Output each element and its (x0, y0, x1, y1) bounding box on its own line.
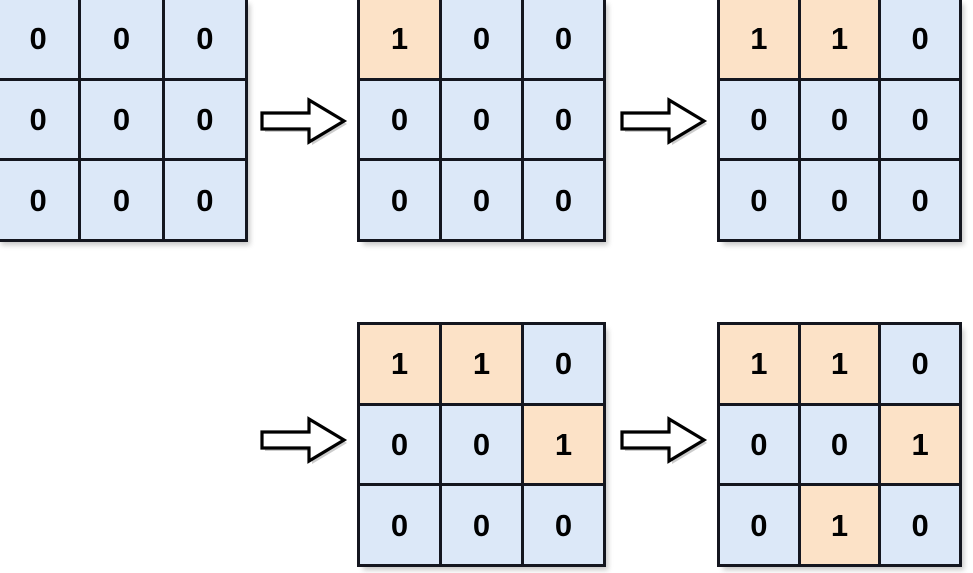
grid-cell-highlighted: 1 (720, 325, 798, 403)
grid-cell: 0 (881, 486, 959, 564)
transition-arrow-4 (620, 416, 708, 464)
grid-cell: 0 (81, 161, 162, 239)
grid-cell: 0 (442, 405, 521, 484)
grid-cell: 0 (720, 405, 798, 484)
grid-cell: 0 (881, 161, 959, 239)
grid-cell: 0 (360, 486, 439, 564)
grid-cell: 0 (524, 0, 603, 78)
grid-cell: 0 (800, 405, 879, 484)
transition-arrow-3 (260, 416, 348, 464)
grid-cell-highlighted: 1 (360, 0, 439, 78)
grid-step-5: 1 1 0 0 0 1 0 1 0 (717, 322, 962, 567)
grid-step-4: 1 1 0 0 0 1 0 0 0 (357, 322, 606, 567)
grid-cell-highlighted: 1 (360, 325, 439, 403)
grid-cell: 0 (720, 486, 798, 564)
grid-cell: 0 (164, 161, 245, 239)
grid-cell: 0 (81, 0, 162, 78)
grid-cell-highlighted: 1 (800, 0, 879, 78)
grid-cell-highlighted: 1 (720, 0, 798, 78)
grid-cell: 0 (442, 0, 521, 78)
grid-cell: 0 (0, 161, 79, 239)
grid-cell: 0 (881, 325, 959, 403)
grid-cell: 0 (881, 0, 959, 78)
grid-cell: 0 (720, 161, 798, 239)
grid-cell: 0 (524, 486, 603, 564)
grid-step-2: 1 0 0 0 0 0 0 0 0 (357, 0, 606, 242)
grid-cell: 0 (164, 80, 245, 159)
grid-cell-highlighted: 1 (442, 325, 521, 403)
grid-cell: 0 (360, 405, 439, 484)
grid-cell: 0 (800, 80, 879, 159)
grid-cell: 0 (442, 161, 521, 239)
grid-cell: 0 (881, 80, 959, 159)
grid-step-1: 0 0 0 0 0 0 0 0 0 (0, 0, 248, 242)
grid-cell: 0 (524, 80, 603, 159)
grid-cell: 0 (524, 325, 603, 403)
transition-arrow-1 (260, 97, 348, 145)
grid-cell: 0 (0, 80, 79, 159)
grid-cell-highlighted: 1 (800, 486, 879, 564)
grid-step-3: 1 1 0 0 0 0 0 0 0 (717, 0, 962, 242)
transition-arrow-2 (620, 97, 708, 145)
grid-cell: 0 (164, 0, 245, 78)
grid-cell: 0 (442, 486, 521, 564)
grid-cell: 0 (81, 80, 162, 159)
grid-cell: 0 (442, 80, 521, 159)
grid-cell: 0 (800, 161, 879, 239)
grid-cell-highlighted: 1 (524, 405, 603, 484)
grid-cell: 0 (524, 161, 603, 239)
grid-cell: 0 (360, 80, 439, 159)
grid-cell: 0 (360, 161, 439, 239)
grid-cell: 0 (720, 80, 798, 159)
grid-cell: 0 (0, 0, 79, 78)
grid-cell-highlighted: 1 (881, 405, 959, 484)
grid-cell-highlighted: 1 (800, 325, 879, 403)
